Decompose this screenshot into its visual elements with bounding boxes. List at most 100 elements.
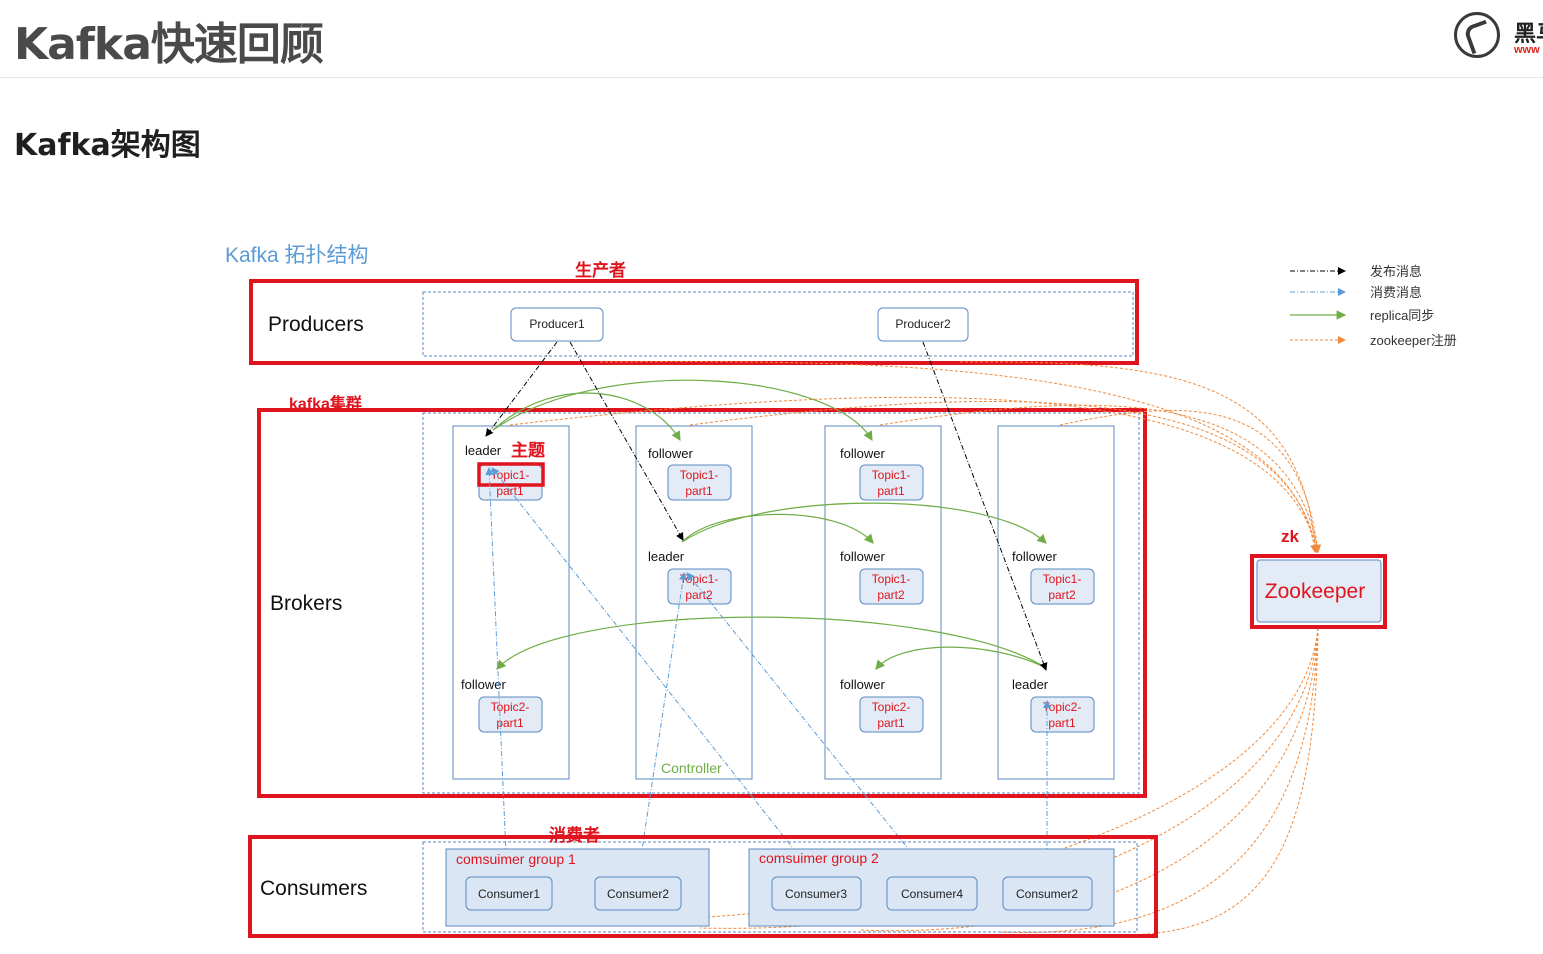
publish-arrows bbox=[485, 341, 1048, 671]
zk-arrow bbox=[879, 404, 1321, 553]
producers-layer-label: Producers bbox=[268, 313, 364, 336]
partition-part: part1 bbox=[685, 484, 713, 498]
broker-1-role-1: leader bbox=[465, 443, 502, 458]
producers-layer: Producers Producer1 Producer2 生产者 bbox=[249, 260, 1139, 365]
partition-part: part1 bbox=[877, 716, 905, 730]
partition-topic: Topic2- bbox=[1043, 700, 1082, 714]
consume-arrow bbox=[686, 572, 931, 877]
partition-box bbox=[667, 464, 732, 501]
page-title: Kafka快速回顾 bbox=[14, 19, 324, 70]
consumer-label: Consumer2 bbox=[607, 887, 669, 901]
logo-brand-text: 黑马 bbox=[1514, 22, 1543, 47]
partition-topic: Topic2- bbox=[491, 700, 530, 714]
broker-4-role-1: follower bbox=[1012, 549, 1057, 564]
partition-box bbox=[1030, 568, 1095, 605]
producer1-box bbox=[510, 307, 604, 342]
brokers-dashed-frame bbox=[422, 412, 1140, 794]
partition-part: part1 bbox=[496, 716, 524, 730]
consumer-box bbox=[594, 876, 682, 911]
broker-1-role-2: follower bbox=[461, 677, 506, 692]
zk-arrow bbox=[689, 401, 1320, 553]
zk-arrow bbox=[999, 627, 1319, 933]
consumer-label: Consumer4 bbox=[901, 887, 963, 901]
consumer-label: Consumer1 bbox=[478, 887, 540, 901]
zk-arrow bbox=[559, 627, 1319, 922]
broker-4-role-2: leader bbox=[1012, 677, 1049, 692]
partition-box bbox=[859, 568, 924, 605]
producer1-label: Producer1 bbox=[529, 317, 585, 331]
consumer-group-2-label: comsuimer group 2 bbox=[759, 850, 879, 866]
replica-arrow bbox=[681, 502, 1047, 544]
broker-3-role-2: follower bbox=[840, 549, 885, 564]
partition-part: part2 bbox=[1048, 588, 1076, 602]
partition-box bbox=[478, 696, 543, 733]
brokers-layer: Brokers leader Topic1- part1 follower To… bbox=[257, 394, 1147, 798]
cluster-annotation: kafka集群 bbox=[289, 394, 362, 413]
logo-url-text: www bbox=[1514, 44, 1540, 56]
producers-dashed-frame bbox=[422, 291, 1134, 357]
producer2-label: Producer2 bbox=[895, 317, 951, 331]
replica-sync-arrows bbox=[492, 379, 1047, 670]
legend-replica-label: replica同步 bbox=[1370, 308, 1434, 323]
zookeeper-box bbox=[1256, 559, 1382, 623]
zk-annotation: zk bbox=[1281, 527, 1300, 546]
producers-highlight bbox=[249, 279, 1139, 365]
section-title: Kafka架构图 bbox=[14, 128, 201, 163]
consumers-dashed-frame bbox=[422, 841, 1138, 933]
brand-logo: 黑马 www bbox=[1454, 8, 1543, 60]
header-divider bbox=[0, 77, 1543, 78]
replica-arrow bbox=[492, 392, 681, 442]
consumer-box bbox=[771, 876, 862, 911]
partition-topic: Topic1- bbox=[1043, 572, 1082, 586]
zookeeper-label: Zookeeper bbox=[1265, 580, 1365, 603]
consumers-layer-label: Consumers bbox=[260, 877, 367, 900]
consumers-highlight bbox=[248, 835, 1158, 938]
legend-zookeeper-label: zookeeper注册 bbox=[1370, 333, 1457, 348]
producer2-box bbox=[877, 307, 969, 342]
partition-topic: Topic1- bbox=[680, 572, 719, 586]
consumer-group-1-label: comsuimer group 1 bbox=[456, 851, 576, 867]
partition-topic: Topic1- bbox=[491, 468, 530, 482]
consumer-box bbox=[1002, 876, 1093, 911]
partition-part: part2 bbox=[685, 588, 713, 602]
partition-part: part1 bbox=[877, 484, 905, 498]
zookeeper-node: Zookeeper zk bbox=[1250, 527, 1387, 629]
consumers-annotation: 消费者 bbox=[549, 825, 600, 845]
publish-arrow bbox=[569, 341, 684, 541]
partition-box bbox=[859, 464, 924, 501]
partition-part: part2 bbox=[877, 588, 905, 602]
producers-annotation: 生产者 bbox=[575, 260, 626, 280]
replica-arrow bbox=[496, 616, 1047, 670]
partition-part: part1 bbox=[1048, 716, 1076, 730]
consume-arrow bbox=[485, 467, 508, 877]
topic-highlight bbox=[477, 462, 545, 487]
legend: 发布消息 消费消息 replica同步 zookeeper注册 bbox=[1290, 264, 1457, 348]
consumers-layer: Consumers comsuimer group 1 Consumer1 Co… bbox=[248, 825, 1158, 938]
consume-arrow bbox=[491, 467, 816, 877]
broker-2-role-1: follower bbox=[648, 446, 693, 461]
consumer-label: Consumer3 bbox=[785, 887, 847, 901]
partition-topic: Topic1- bbox=[680, 468, 719, 482]
zk-arrow bbox=[1119, 627, 1319, 936]
partition-topic: Topic1- bbox=[872, 572, 911, 586]
replica-arrow bbox=[875, 646, 1047, 670]
replica-arrow bbox=[681, 513, 874, 544]
controller-label: Controller bbox=[661, 760, 722, 776]
zk-arrow bbox=[859, 627, 1319, 932]
partition-topic: Topic1- bbox=[872, 468, 911, 482]
partition-topic: Topic2- bbox=[872, 700, 911, 714]
consumer-box bbox=[465, 876, 553, 911]
horse-head-logo-icon bbox=[1454, 12, 1500, 58]
consume-arrows bbox=[485, 467, 1051, 877]
topic-annotation: 主题 bbox=[511, 440, 546, 460]
consumer-box bbox=[886, 876, 978, 911]
cluster-highlight bbox=[257, 408, 1147, 798]
zk-arrow bbox=[959, 361, 1320, 553]
zookeeper-registration-arrows bbox=[509, 361, 1322, 936]
partition-box bbox=[859, 696, 924, 733]
publish-arrow bbox=[922, 341, 1048, 671]
legend-publish-label: 发布消息 bbox=[1370, 264, 1422, 279]
broker-2-role-2: leader bbox=[648, 549, 685, 564]
zk-arrow bbox=[1059, 409, 1322, 553]
